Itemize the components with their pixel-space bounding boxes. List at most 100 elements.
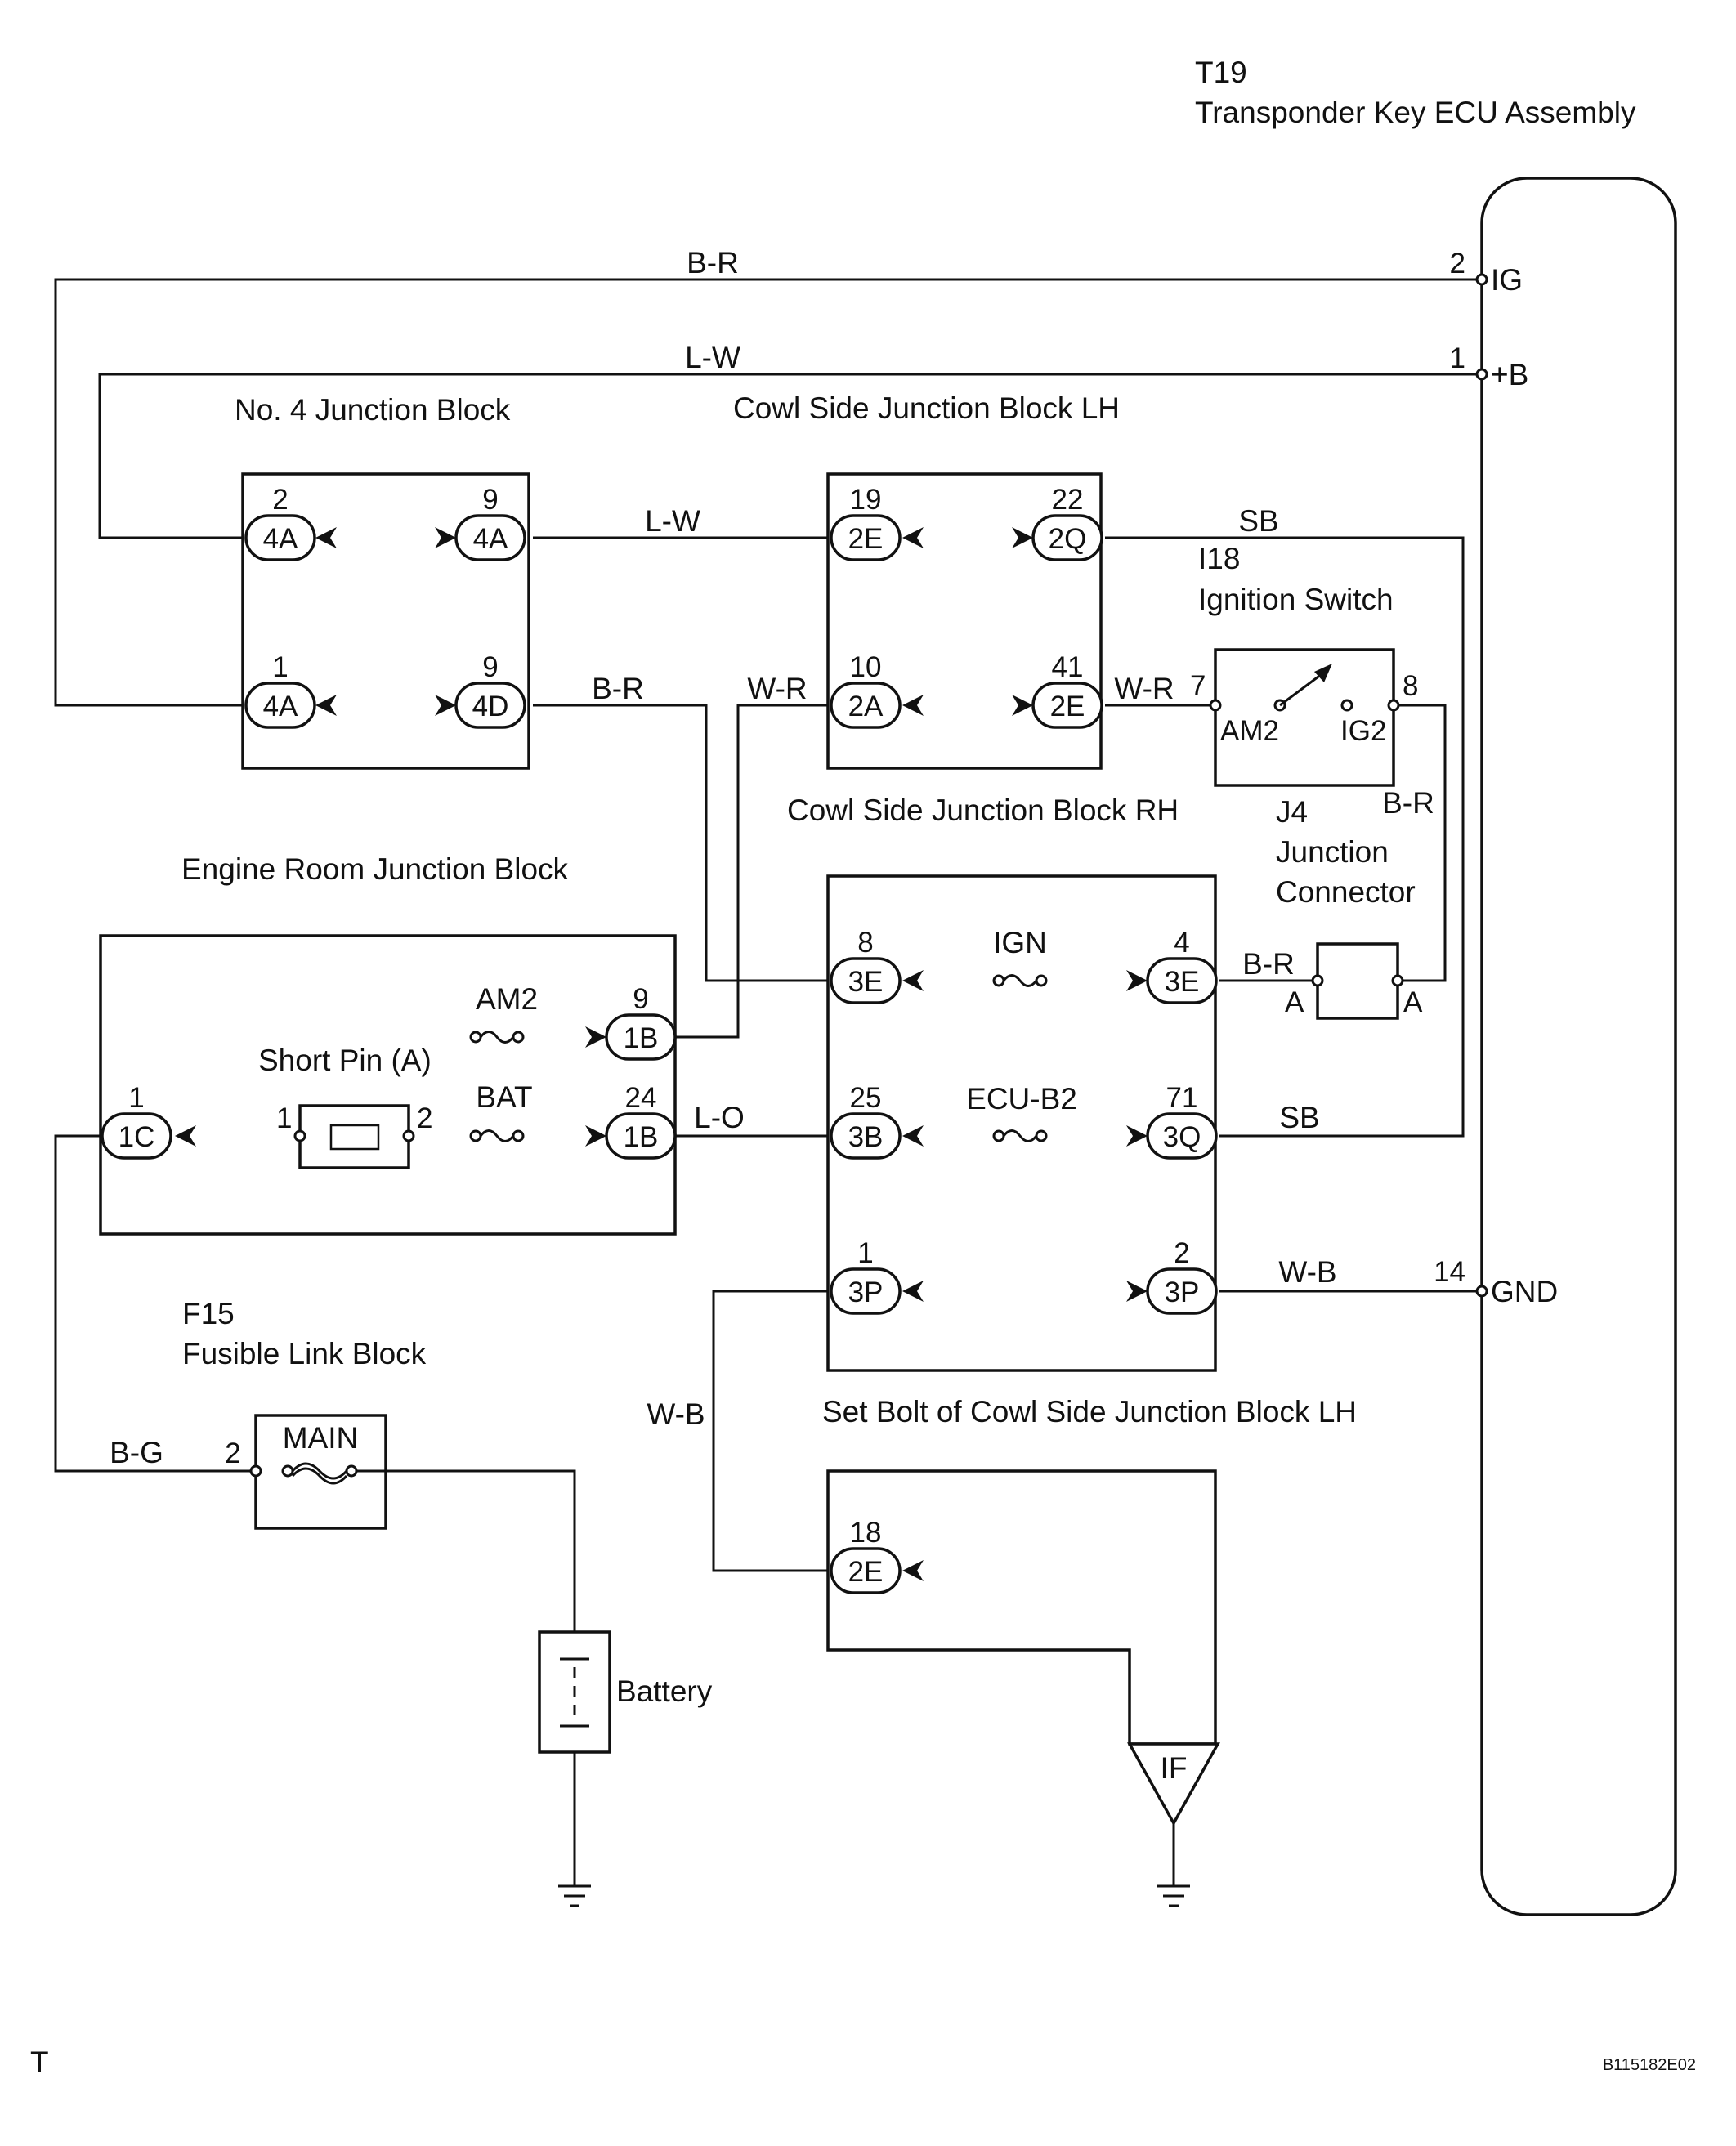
- connector-pin-number: 41: [1052, 651, 1084, 683]
- wire-label-wr-switch: W-R: [1114, 672, 1174, 705]
- fusible-terminal-left: [249, 1464, 262, 1478]
- wire-label-lw-top: L-W: [685, 341, 740, 374]
- connector-pill: [454, 682, 526, 729]
- connector-code: 3P: [1165, 1276, 1200, 1308]
- connector-code: 3Q: [1163, 1121, 1201, 1153]
- ignition-pin-7: 7: [1190, 670, 1206, 702]
- wire-label-br-top: B-R: [687, 246, 739, 279]
- connector-pill: [830, 682, 902, 729]
- short-pin-terminal-1: [293, 1129, 306, 1142]
- ignition-pin-8: 8: [1403, 670, 1418, 702]
- connector-pill: [830, 1267, 902, 1315]
- connector-pin-number: 19: [850, 484, 882, 516]
- connector-1C-1: 1C1: [101, 1082, 172, 1160]
- ignition-pin-7-terminal: [1209, 699, 1222, 712]
- wire-label-br-4d: B-R: [592, 672, 644, 705]
- ground-if-label: IF: [1161, 1751, 1188, 1785]
- connector-code: 2E: [1050, 691, 1085, 722]
- battery-cell-icon: [560, 1657, 589, 1728]
- engine-jb-name: Engine Room Junction Block: [181, 852, 569, 886]
- ecu-pin-gnd-name: GND: [1491, 1275, 1558, 1308]
- j4-name-line1: Junction: [1276, 835, 1389, 869]
- ecu-pin-ig-number: 2: [1450, 248, 1465, 279]
- ignition-pin-8-terminal: [1387, 699, 1400, 712]
- jb4-name: No. 4 Junction Block: [235, 393, 511, 427]
- j4-terminal-left: [1311, 974, 1324, 987]
- ignition-blade-tip-icon: [1314, 664, 1332, 682]
- ignition-ig2-label: IG2: [1340, 715, 1386, 747]
- connector-pill: [830, 514, 902, 561]
- cowl-lh-name: Cowl Side Junction Block LH: [733, 391, 1120, 425]
- connector-code: 2E: [848, 523, 884, 555]
- connector-pin-number: 71: [1166, 1082, 1198, 1114]
- wire-label-br-j4: B-R: [1242, 947, 1295, 981]
- wire-label-lw: L-W: [645, 504, 700, 538]
- ignition-name: Ignition Switch: [1198, 583, 1394, 616]
- connector-3P-1: 3P1: [830, 1237, 902, 1315]
- connector-pill: [830, 1112, 902, 1160]
- fuse-ecu-b2-label: ECU-B2: [966, 1082, 1077, 1115]
- connector-code: 3B: [848, 1121, 884, 1153]
- connector-pill: [101, 1112, 172, 1160]
- ignition-code: I18: [1198, 542, 1240, 575]
- connector-pin-number: 9: [482, 484, 498, 516]
- j4-pin-left: A: [1285, 986, 1304, 1018]
- j4-code: J4: [1276, 795, 1308, 829]
- ecu-pin-plus-b-number: 1: [1450, 342, 1465, 374]
- footer-code: B115182E02: [1603, 2056, 1696, 2074]
- connector-pin-number: 22: [1052, 484, 1084, 516]
- fuse-am2-label: AM2: [476, 982, 538, 1016]
- connector-code: 3E: [1165, 966, 1200, 998]
- connector-code: 2A: [848, 691, 884, 722]
- engine-jb-box: [99, 934, 677, 1236]
- wire-label-wr-2a: W-R: [747, 672, 807, 705]
- connector-pill: [605, 1112, 677, 1160]
- connector-pin-number: 18: [850, 1517, 882, 1549]
- wire-label-sb-top: SB: [1238, 504, 1278, 538]
- connector-4A-2: 4A2: [244, 484, 316, 561]
- connector-4D-9: 4D9: [454, 651, 526, 729]
- cowl-rh-name: Cowl Side Junction Block RH: [787, 794, 1179, 827]
- wire-label-bg: B-G: [110, 1436, 163, 1469]
- connector-pill: [1031, 682, 1103, 729]
- ecu-name: Transponder Key ECU Assembly: [1195, 96, 1636, 129]
- connector-pill: [605, 1013, 677, 1061]
- short-pin-name: Short Pin (A): [258, 1044, 432, 1077]
- connector-arrows: [175, 527, 1148, 1581]
- j4-name-line2: Connector: [1276, 875, 1416, 909]
- battery-name: Battery: [616, 1674, 713, 1708]
- fuse-bat-label: BAT: [476, 1080, 532, 1114]
- connector-pill: [1146, 1267, 1218, 1315]
- fusible-element-icon: [291, 1462, 348, 1480]
- fusible-fuse-label: MAIN: [283, 1421, 359, 1455]
- connector-code: 2E: [848, 1556, 884, 1588]
- short-pin-pin-1: 1: [276, 1102, 292, 1134]
- connector-pill: [1146, 1112, 1218, 1160]
- set-bolt-name: Set Bolt of Cowl Side Junction Block LH: [822, 1395, 1357, 1428]
- connector-pin-number: 9: [482, 651, 498, 683]
- connector-code: 1C: [119, 1121, 155, 1153]
- fusible-pin: 2: [225, 1437, 240, 1469]
- connector-code: 4A: [473, 523, 508, 555]
- connector-pill: [830, 957, 902, 1004]
- wire-label-lo: L-O: [694, 1101, 745, 1134]
- ecu-terminal-plus-b: [1475, 368, 1488, 381]
- connector-pin-number: 1: [272, 651, 288, 683]
- ignition-am2-label: AM2: [1220, 715, 1279, 747]
- connector-pin-number: 1: [857, 1237, 873, 1269]
- fusible-contact-right: [345, 1464, 358, 1478]
- ground-icon: [1157, 1884, 1190, 1907]
- connector-pill: [244, 514, 316, 561]
- connector-pill: [830, 1547, 902, 1594]
- connector-pin-number: 24: [625, 1082, 657, 1114]
- ignition-switch-body: [1214, 648, 1395, 787]
- connectors: 4A24A94A14D92E192Q222A102E413E83E43B253Q…: [101, 484, 1218, 1594]
- ground-if-triangle: [1127, 1742, 1220, 1826]
- connector-pin-number: 9: [633, 983, 648, 1015]
- connector-3E-4: 3E4: [1146, 927, 1218, 1004]
- wire-label-sb-3q: SB: [1279, 1101, 1319, 1134]
